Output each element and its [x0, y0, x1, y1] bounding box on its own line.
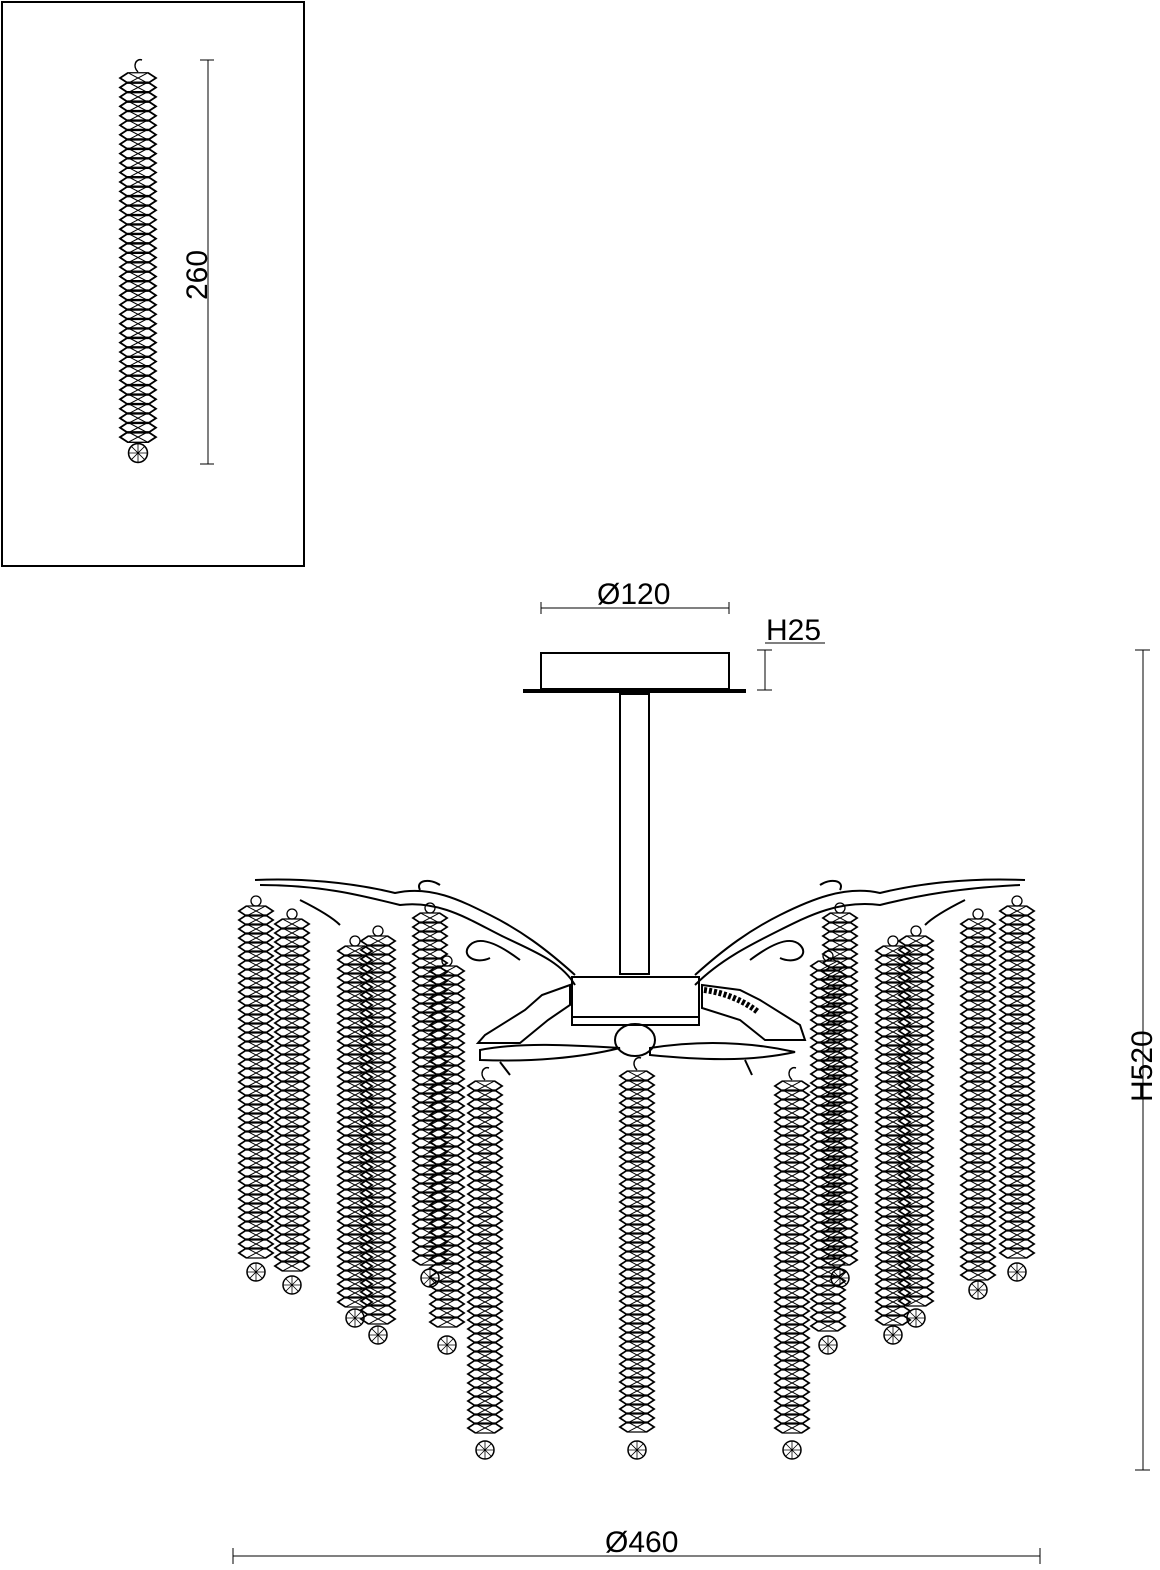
crystal-strand	[897, 925, 935, 1328]
crystal-strand	[773, 1066, 811, 1460]
detail-pendant	[118, 58, 158, 464]
crystal-strand	[237, 895, 275, 1282]
crystal-strand	[874, 935, 912, 1345]
canopy-height-dimension	[757, 642, 825, 691]
crystal-strand	[998, 895, 1036, 1282]
total-diameter-dimension	[232, 1548, 1041, 1564]
canopy-diameter-label: Ø120	[597, 578, 670, 611]
crystal-strand	[821, 902, 859, 1288]
crystal-strand	[959, 908, 997, 1300]
canopy-height-label: H25	[766, 614, 821, 647]
crystal-strand	[359, 925, 397, 1345]
stem	[619, 693, 650, 975]
total-height-dimension	[1135, 649, 1150, 1471]
detail-frame	[1, 1, 305, 567]
crystal-pendants	[237, 895, 1036, 1460]
crystal-strand	[118, 58, 158, 464]
detail-length-dimension	[200, 59, 214, 465]
crystal-strand	[411, 902, 449, 1288]
crystal-strand	[273, 908, 311, 1295]
canopy-diameter-dimension	[540, 602, 730, 614]
total-diameter-label: Ø460	[605, 1526, 678, 1559]
crystal-strand	[466, 1066, 504, 1460]
canopy	[523, 652, 746, 693]
total-height-label: H520	[1126, 1030, 1159, 1102]
detail-length-label: 260	[181, 250, 214, 300]
fixture-body	[254, 878, 1026, 1076]
crystal-strand	[428, 955, 466, 1355]
crystal-strand	[618, 1056, 656, 1460]
